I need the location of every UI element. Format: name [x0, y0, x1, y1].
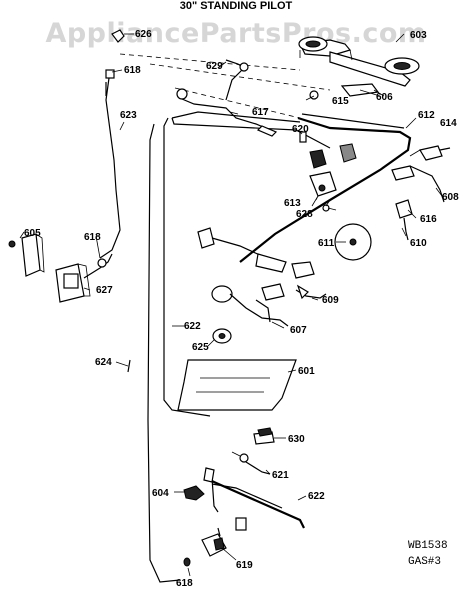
- part-label: 618: [124, 65, 141, 76]
- bracket-605: [8, 233, 45, 277]
- part-label: 630: [288, 434, 305, 445]
- part-label: 620: [292, 124, 309, 135]
- burner-valve-609: [261, 261, 327, 301]
- watermark: AppliancePartsPros.com: [45, 18, 426, 49]
- orifice-614: [419, 145, 451, 161]
- diagram-code: WB1538: [408, 540, 448, 552]
- fitting-626: [105, 29, 125, 79]
- part-label: 614: [440, 118, 457, 129]
- burner-valve-607: [211, 285, 289, 327]
- part-label: 625: [192, 342, 209, 353]
- part-630: [253, 427, 275, 445]
- part-label: 618: [176, 578, 193, 589]
- part-label: 618: [84, 232, 101, 243]
- part-label: 607: [290, 325, 307, 336]
- part-label: 603: [410, 30, 427, 41]
- part-label: 606: [376, 92, 393, 103]
- regulator-627: [55, 263, 91, 303]
- part-label: 629: [206, 61, 223, 72]
- orifice-disc-611: [334, 223, 372, 261]
- part-label: 621: [272, 470, 289, 481]
- part-label: 619: [236, 560, 253, 571]
- part-label: 613: [284, 198, 301, 209]
- part-labels: 626 618 629 603 615 606 617 623 612 620 …: [24, 29, 459, 589]
- valve-cluster: [299, 131, 357, 212]
- part-label: 622: [308, 491, 325, 502]
- fitting-604: [183, 485, 205, 501]
- part-label: 624: [95, 357, 112, 368]
- pilot-tube-622: [203, 467, 305, 529]
- part-label: 601: [298, 366, 315, 377]
- part-label: 615: [332, 96, 349, 107]
- part-label: 609: [322, 295, 339, 306]
- part-label: 608: [442, 192, 459, 203]
- part-label: 626: [135, 29, 152, 40]
- part-label: 612: [418, 110, 435, 121]
- fitting-618-bottom: [183, 557, 191, 567]
- part-label: 623: [120, 110, 137, 121]
- diagram-code-gas: GAS#3: [408, 556, 441, 568]
- part-label: 605: [24, 228, 41, 239]
- part-label: 628: [296, 209, 313, 220]
- part-label: 610: [410, 238, 427, 249]
- part-label: 622: [184, 321, 201, 332]
- bracket-606: [340, 83, 381, 97]
- grommet-625: [212, 328, 232, 344]
- diagram-title: 30" STANDING PILOT: [180, 0, 293, 12]
- burner-head-603: [298, 36, 420, 87]
- fitting-621: [231, 451, 271, 475]
- part-label: 627: [96, 285, 113, 296]
- insulation-601: [177, 359, 297, 411]
- part-label: 617: [252, 107, 269, 118]
- burner-valve-left: [197, 227, 287, 273]
- part-label: 611: [318, 238, 335, 249]
- part-label: 616: [420, 214, 437, 225]
- part-label: 604: [152, 488, 169, 499]
- valve-619: [201, 517, 247, 557]
- leader-lines: [19, 33, 443, 577]
